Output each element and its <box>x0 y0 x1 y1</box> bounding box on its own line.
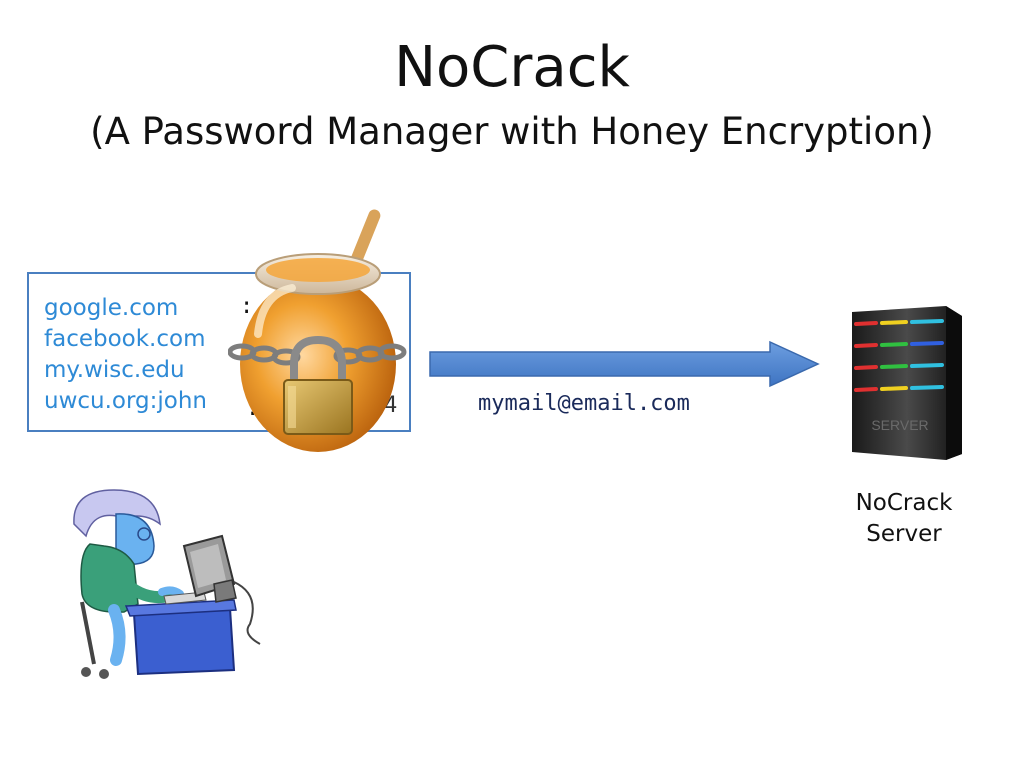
chain-icon <box>228 343 407 366</box>
vault-site-item: uwcu.org:john <box>44 388 208 414</box>
vault-site-item: my.wisc.edu <box>44 357 185 383</box>
server-casing-text: SERVER <box>871 417 928 433</box>
server-label-line2: Server <box>866 521 942 547</box>
honey-jar-icon <box>228 209 407 452</box>
slide-subtitle: (A Password Manager with Honey Encryptio… <box>90 110 934 153</box>
arrow-right-icon <box>429 340 820 388</box>
padlock-icon <box>283 335 353 435</box>
vault-site-list: google.com facebook.com my.wisc.edu uwcu… <box>44 293 207 417</box>
vault-separator: : <box>240 294 254 319</box>
server-label: NoCrack Server <box>844 488 964 550</box>
vault-site-item: facebook.com <box>44 326 206 352</box>
vault-site-item: google.com <box>44 295 179 321</box>
server-icon: SERVER <box>852 306 962 460</box>
slide-title: NoCrack <box>394 35 630 100</box>
email-label: mymail@email.com <box>478 391 690 416</box>
user-at-computer-icon <box>73 489 261 679</box>
server-label-line1: NoCrack <box>855 490 953 516</box>
